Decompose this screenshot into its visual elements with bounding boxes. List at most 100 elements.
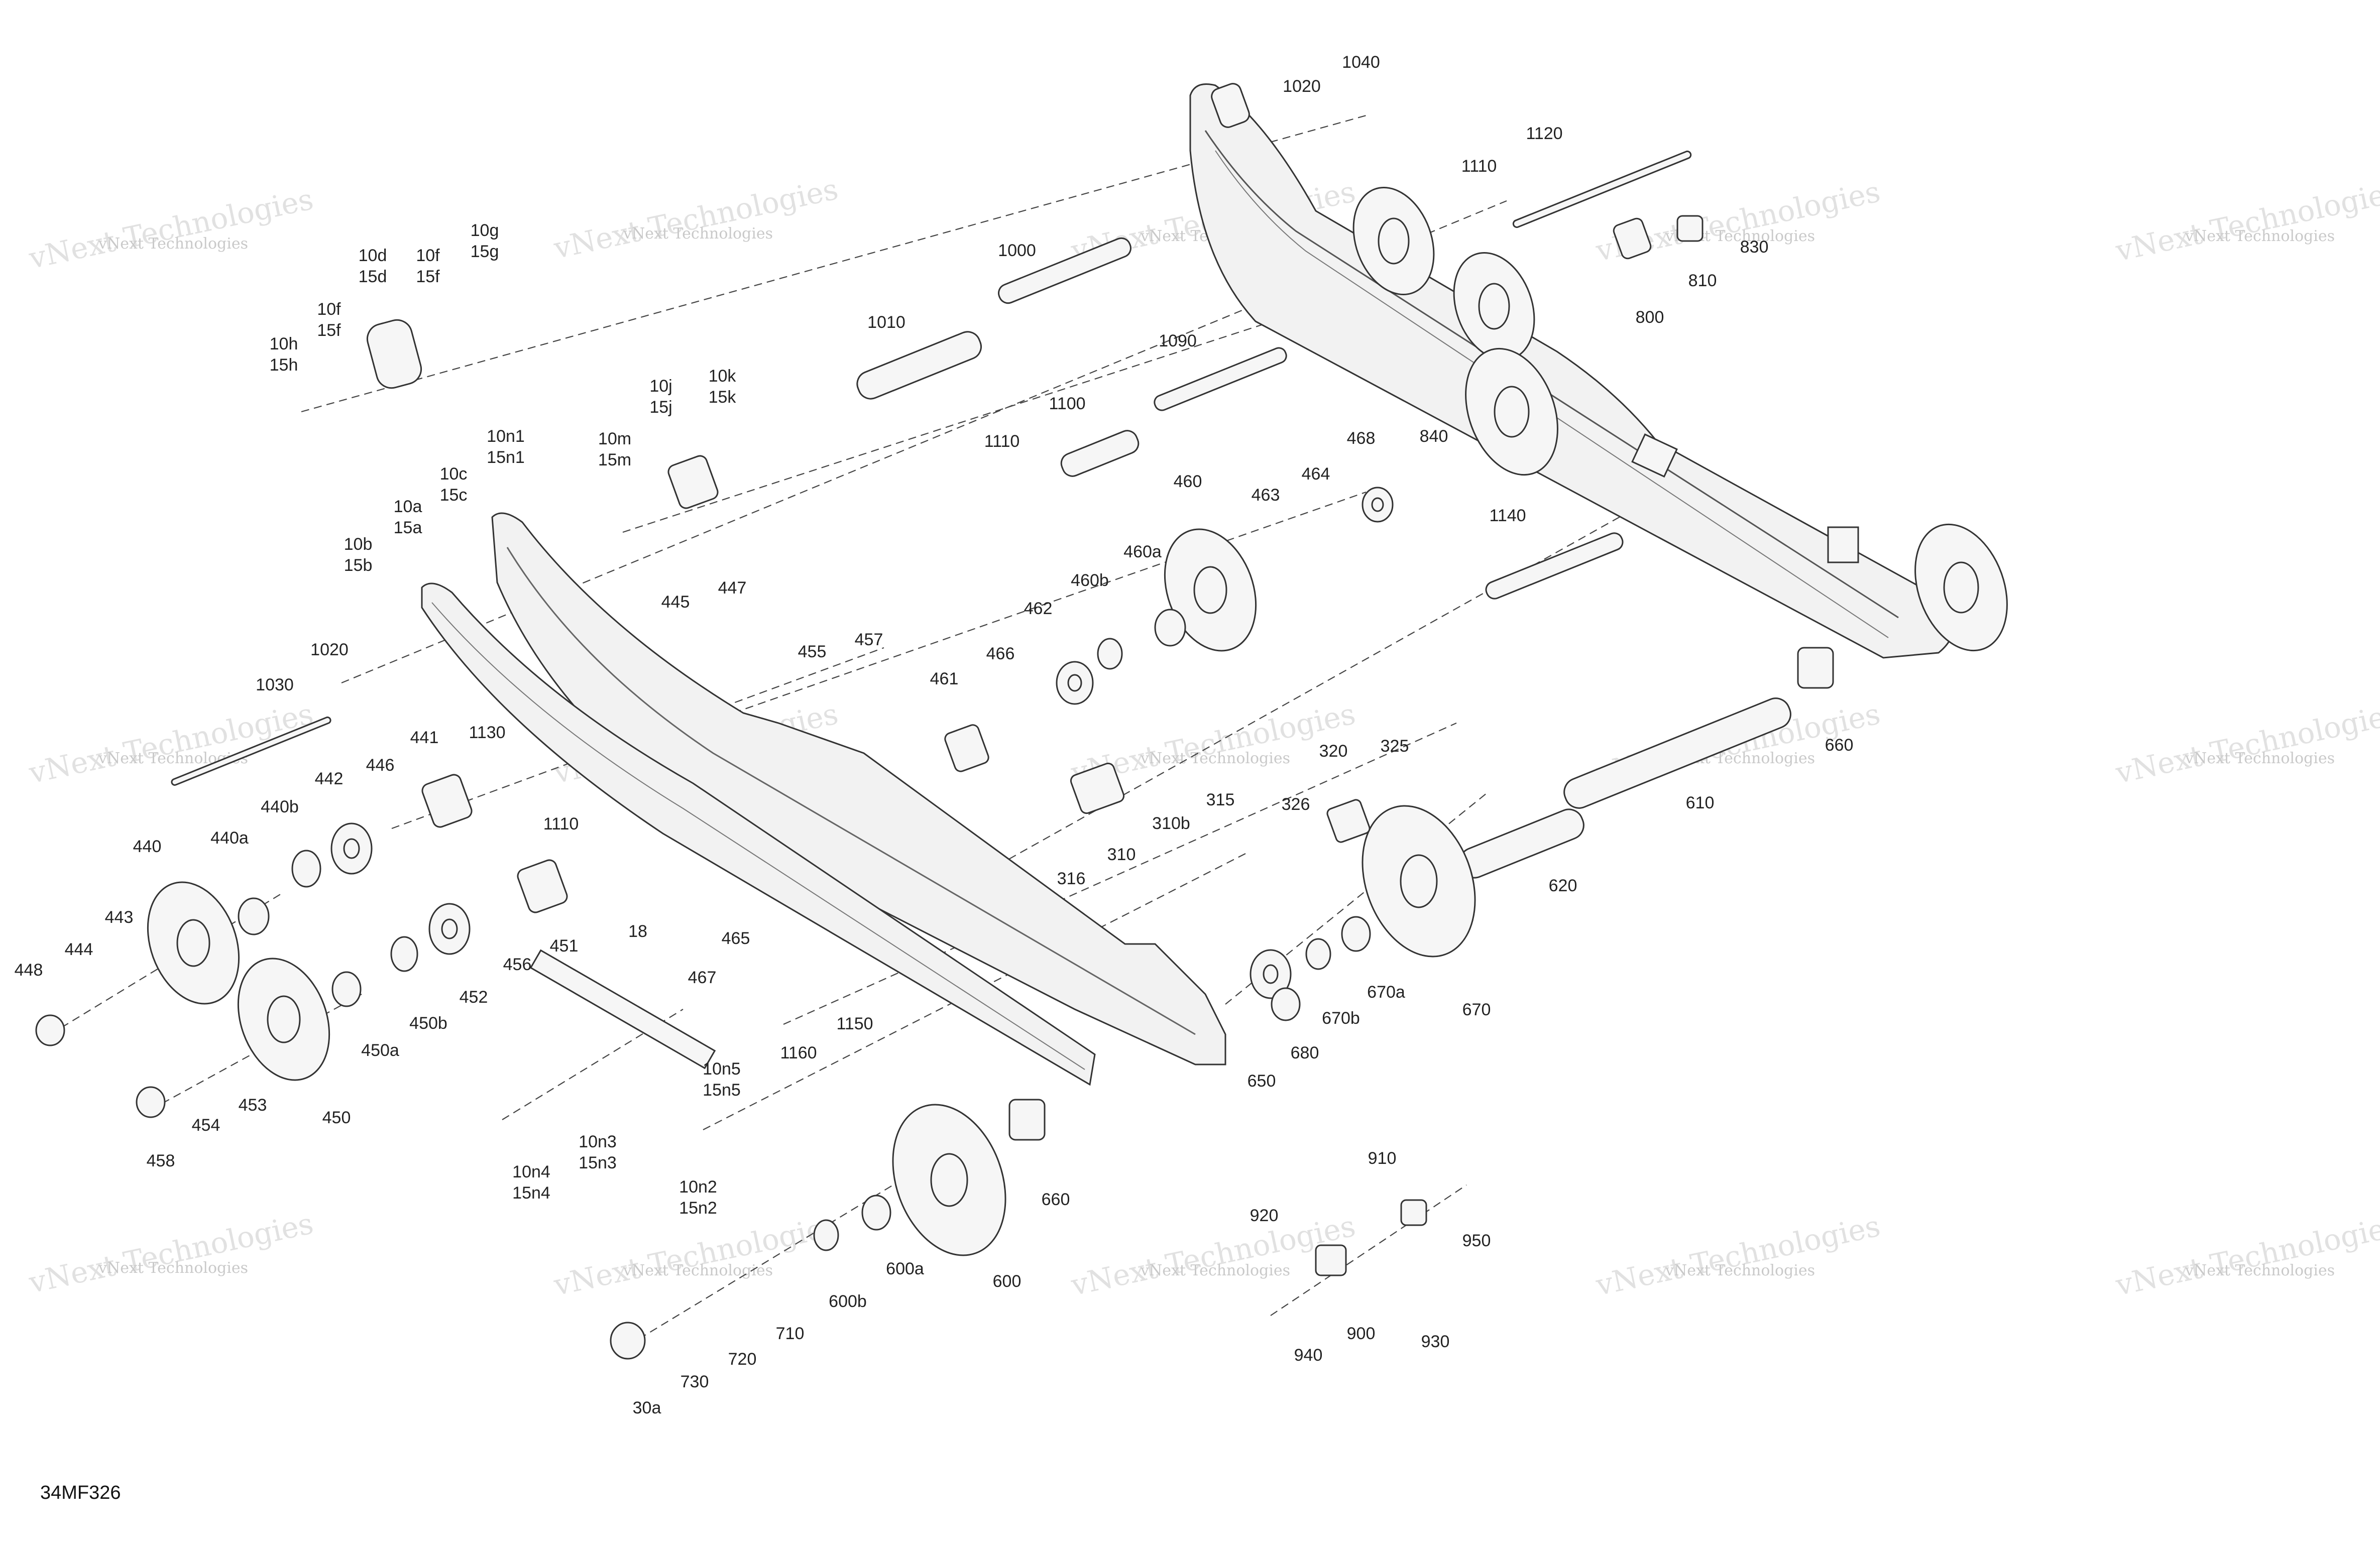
- svg-text:vNext Technologies: vNext Technologies: [550, 1209, 841, 1302]
- callout-453: 453: [239, 1096, 267, 1115]
- cross-shafts: [171, 150, 1791, 879]
- callout-450b: 450b: [409, 1014, 447, 1033]
- callout-465: 465: [722, 929, 750, 948]
- callout-448: 448: [15, 961, 43, 980]
- idler-wheels: [147, 528, 1476, 1256]
- callout-1120: 1120: [1526, 124, 1562, 143]
- callout-316: 316: [1057, 869, 1086, 888]
- callout-660: 660: [1825, 736, 1854, 755]
- callout-450a: 450a: [361, 1041, 399, 1060]
- callout-442: 442: [315, 769, 344, 788]
- callout-460b: 460b: [1071, 571, 1109, 590]
- right-rail-wheels: [1352, 186, 2008, 652]
- callout-1110: 1110: [543, 814, 579, 834]
- callout-600b: 600b: [829, 1292, 867, 1311]
- callout-610: 610: [1686, 793, 1715, 812]
- callout-458: 458: [147, 1151, 175, 1170]
- callout-1140: 1140: [1489, 506, 1526, 525]
- callout-450: 450: [322, 1108, 351, 1127]
- callout-670: 670: [1462, 1000, 1491, 1019]
- callout-320: 320: [1319, 742, 1348, 761]
- callout-460: 460: [1174, 472, 1202, 491]
- svg-text:vNext Technologies: vNext Technologies: [26, 182, 316, 276]
- svg-text:vNext Technologies: vNext Technologies: [98, 235, 248, 253]
- callout-1110: 1110: [1461, 157, 1497, 176]
- svg-text:vNext Technologies: vNext Technologies: [1140, 750, 1290, 767]
- callout-455: 455: [798, 642, 827, 661]
- callout-710: 710: [776, 1324, 805, 1343]
- callout-466: 466: [986, 644, 1015, 663]
- callout-30a: 30a: [633, 1398, 661, 1417]
- callout-1100: 1100: [1049, 394, 1085, 413]
- svg-text:vNext Technologies: vNext Technologies: [550, 172, 841, 266]
- callout-layer: 1040102011201110830810800100010101090110…: [15, 53, 1854, 1417]
- svg-text:vNext Technologies: vNext Technologies: [623, 225, 773, 243]
- diagram-code: 34MF326: [40, 1482, 121, 1503]
- svg-text:vNext Technologies: vNext Technologies: [98, 1259, 248, 1277]
- callout-1010: 1010: [867, 313, 905, 332]
- callout-1020: 1020: [1283, 77, 1321, 96]
- callout-443: 443: [105, 908, 134, 927]
- callout-440b: 440b: [261, 797, 299, 816]
- callout-460a: 460a: [1123, 542, 1162, 561]
- callout-800: 800: [1636, 308, 1664, 327]
- callout-920: 920: [1250, 1206, 1279, 1225]
- callout-950: 950: [1462, 1231, 1491, 1250]
- callout-670a: 670a: [1367, 983, 1405, 1002]
- hardware: [35, 215, 1834, 1360]
- callout-650: 650: [1248, 1072, 1276, 1091]
- callout-447: 447: [718, 578, 747, 598]
- assembly-drawing: [35, 83, 2008, 1360]
- callout-464: 464: [1302, 464, 1330, 484]
- svg-text:vNext Technologies: vNext Technologies: [2185, 750, 2335, 767]
- svg-text:vNext Technologies: vNext Technologies: [1140, 1262, 1290, 1279]
- left-rail: [421, 512, 1226, 1086]
- svg-text:vNext Technologies: vNext Technologies: [1665, 1262, 1815, 1279]
- callout-454: 454: [192, 1116, 220, 1135]
- callout-620: 620: [1549, 876, 1577, 895]
- callout-444: 444: [65, 940, 93, 959]
- callout-1160: 1160: [780, 1043, 817, 1062]
- callout-325: 325: [1381, 737, 1409, 756]
- callout-310b: 310b: [1152, 814, 1190, 833]
- svg-text:vNext Technologies: vNext Technologies: [26, 1206, 316, 1300]
- callout-1040: 1040: [1342, 53, 1380, 72]
- callout-18: 18: [628, 922, 647, 941]
- callout-446: 446: [366, 756, 395, 775]
- svg-text:vNext Technologies: vNext Technologies: [2185, 227, 2335, 245]
- callout-326: 326: [1282, 795, 1310, 814]
- callout-440a: 440a: [210, 828, 249, 848]
- callout-452: 452: [460, 988, 488, 1007]
- svg-text:vNext Technologies: vNext Technologies: [2112, 174, 2380, 268]
- callout-600: 600: [993, 1272, 1022, 1291]
- callout-900: 900: [1347, 1324, 1376, 1343]
- svg-text:vNext Technologies: vNext Technologies: [2185, 1262, 2335, 1279]
- callout-670b: 670b: [1322, 1009, 1360, 1028]
- callout-1090: 1090: [1159, 331, 1197, 350]
- callout-1030: 1030: [256, 675, 294, 694]
- callout-930: 930: [1421, 1332, 1450, 1351]
- callout-810: 810: [1688, 271, 1717, 290]
